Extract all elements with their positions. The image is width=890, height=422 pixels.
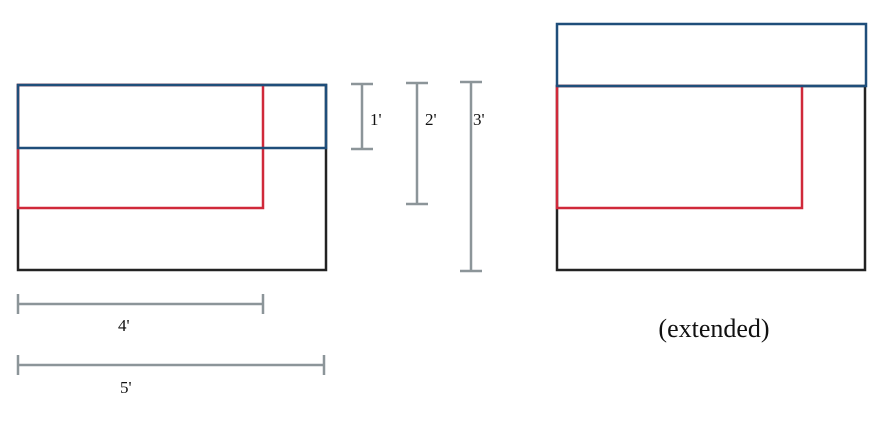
outer-box-extended <box>555 84 867 272</box>
height-label-3: 3' <box>473 110 485 129</box>
red-box-extended <box>555 84 804 210</box>
width-dimension-5 <box>16 355 326 375</box>
blue-box-extended <box>555 22 868 88</box>
blue-box <box>16 83 328 150</box>
width-label-4: 4' <box>118 316 130 335</box>
height-dimension-2 <box>406 81 428 206</box>
height-dimension-1 <box>351 82 373 151</box>
left-figure <box>16 83 328 272</box>
right-figure <box>555 22 868 272</box>
width-label-5: 5' <box>120 378 132 397</box>
width-dimension-4 <box>16 294 265 314</box>
red-box <box>16 83 265 210</box>
extended-caption: (extended) <box>658 314 769 343</box>
height-dimension-3 <box>460 80 482 273</box>
height-label-2: 2' <box>425 110 437 129</box>
outer-box <box>16 83 328 272</box>
height-label-1: 1' <box>370 110 382 129</box>
